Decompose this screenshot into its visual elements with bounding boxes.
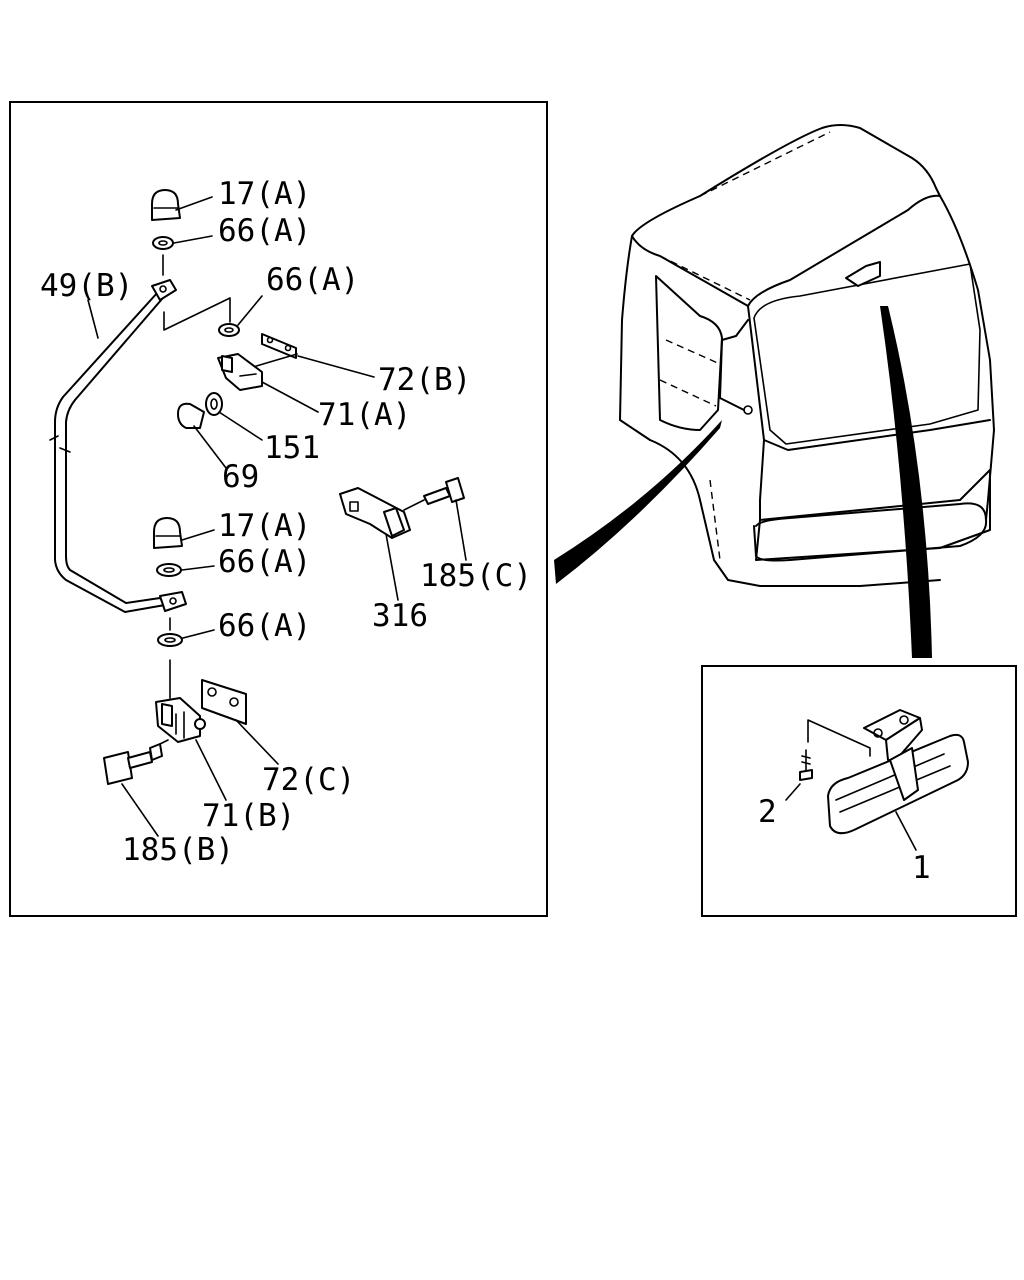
washer-66a-mid: [156, 563, 182, 577]
label-71a: 71(A): [318, 397, 411, 433]
plate-72c: [201, 679, 247, 725]
label-66a-mid: 66(A): [218, 544, 311, 580]
label-316: 316: [372, 598, 428, 634]
washer-151: [205, 392, 223, 416]
label-72b: 72(B): [378, 362, 471, 398]
left-leader-lines: [87, 196, 467, 837]
label-71b: 71(B): [202, 798, 295, 834]
rod-49b: [49, 279, 187, 613]
label-185b: 185(B): [122, 832, 234, 868]
cap-nut-17a-top: [151, 189, 181, 221]
bolt-185c: [403, 477, 465, 511]
cap-nut-69: [177, 402, 205, 429]
screw-2: [799, 749, 813, 781]
right-callout-wedge: [880, 306, 932, 658]
inside-mirror: [827, 709, 969, 835]
label-66a-upper: 66(A): [266, 262, 359, 298]
left-callout-wedge: [554, 420, 722, 584]
label-49b: 49(B): [40, 268, 133, 304]
washer-66a-low: [157, 633, 183, 647]
bracket-316: [339, 487, 411, 539]
vehicle-rear: [619, 124, 995, 587]
plate-72b: [261, 333, 297, 359]
label-2: 2: [758, 794, 777, 830]
cap-nut-17a-lower: [153, 517, 183, 549]
washer-66a-top: [152, 236, 174, 250]
label-69: 69: [222, 459, 259, 495]
label-1: 1: [912, 850, 931, 886]
label-66a-low: 66(A): [218, 608, 311, 644]
label-66a-top: 66(A): [218, 213, 311, 249]
label-17a-top: 17(A): [218, 176, 311, 212]
bolt-185b: [103, 739, 169, 785]
label-72c: 72(C): [262, 762, 355, 798]
label-185c: 185(C): [420, 558, 532, 594]
label-17a-lower: 17(A): [218, 508, 311, 544]
bracket-71a: [217, 353, 263, 391]
bracket-71b: [155, 697, 206, 743]
label-151: 151: [264, 430, 320, 466]
washer-66a-upper: [218, 323, 240, 337]
